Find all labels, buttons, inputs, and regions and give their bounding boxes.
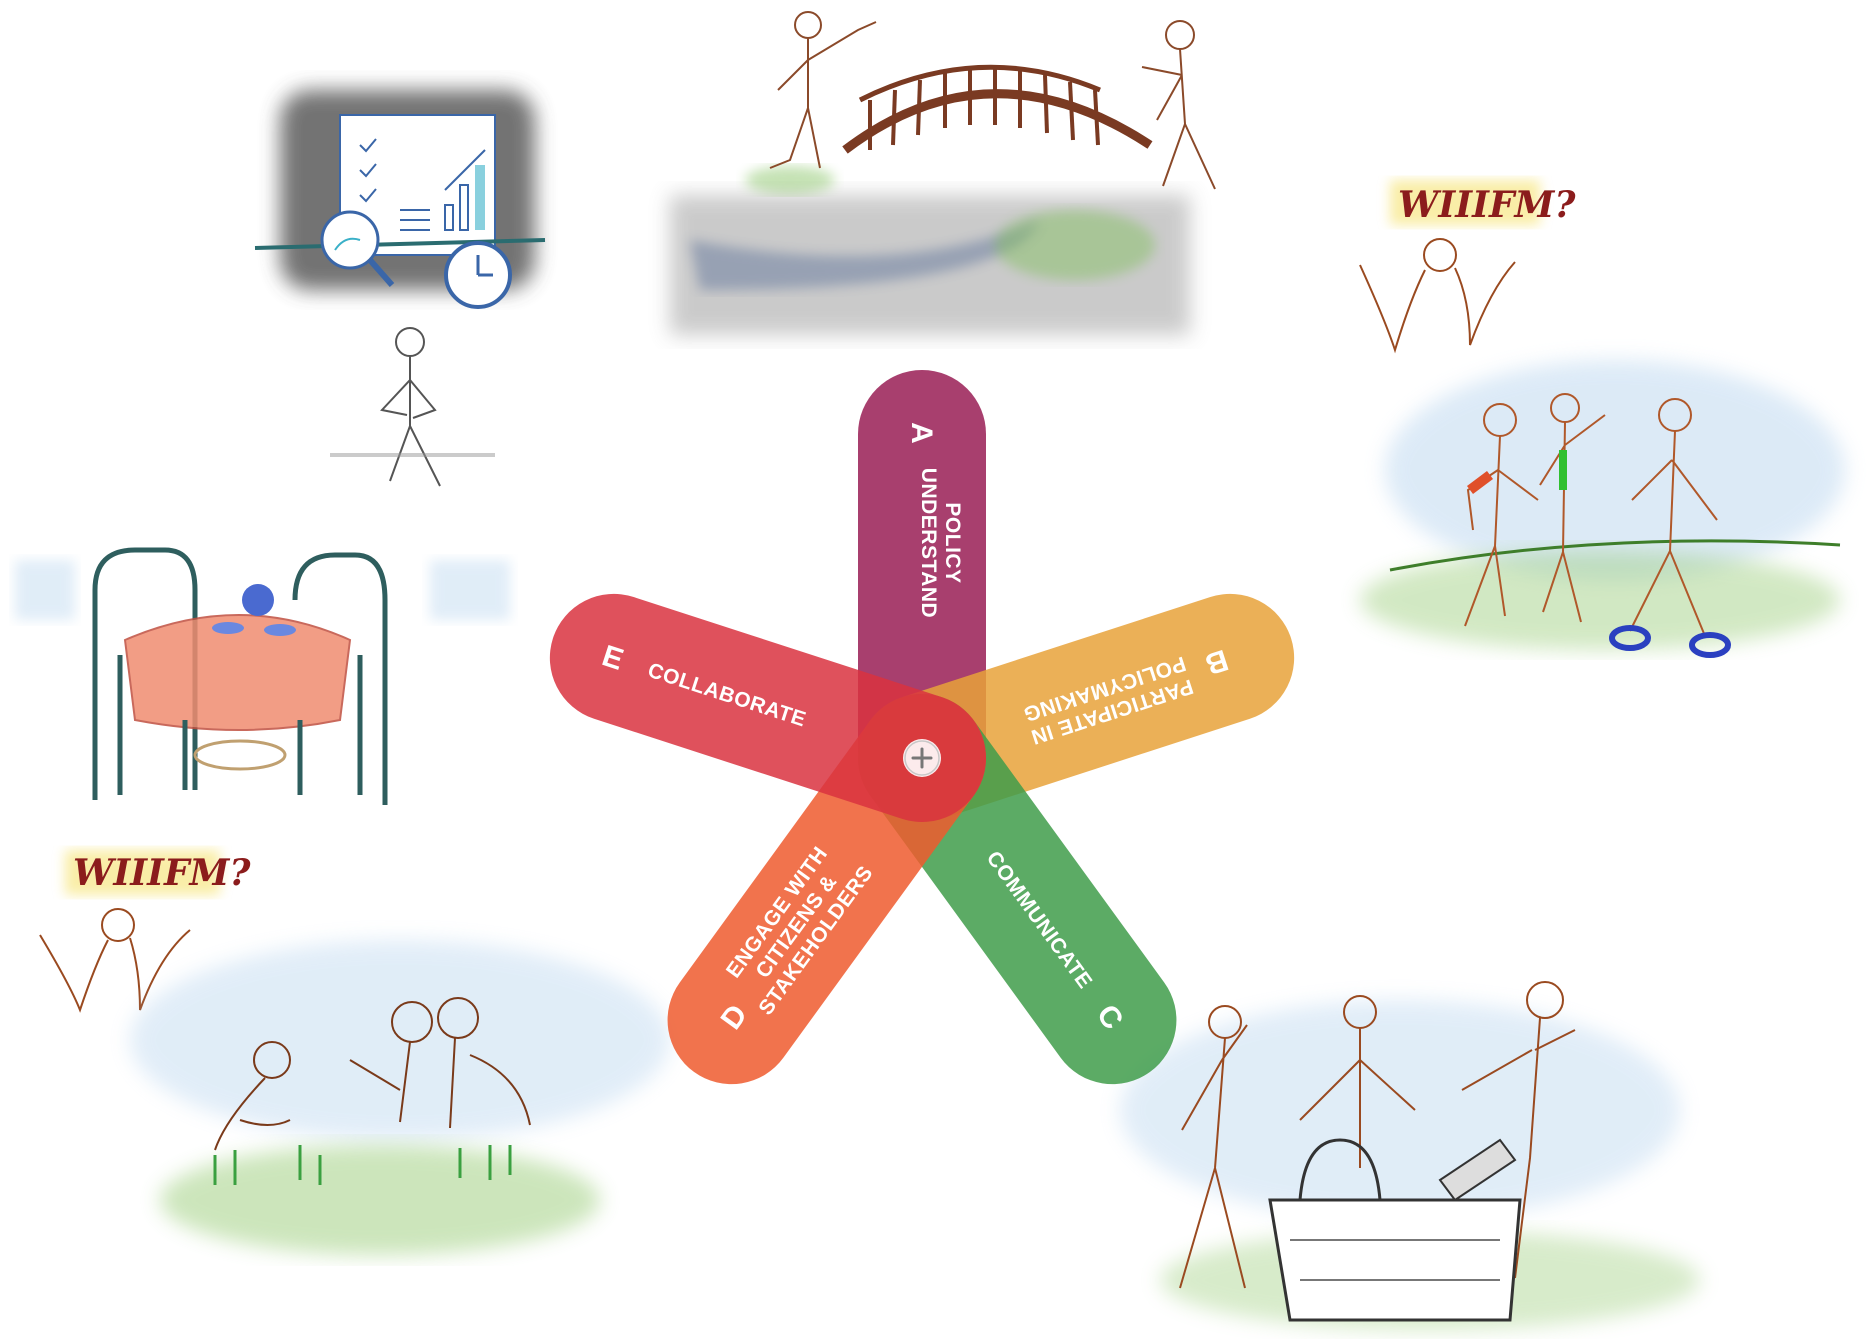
gardening-group-sketch (130, 940, 670, 1255)
five-petal-diagram: A UNDERSTAND POLICY B PARTICIPATE IN POL… (549, 370, 1295, 1085)
petal-a-line-1: UNDERSTAND (917, 468, 940, 618)
wiifm-bottom-sketch: WIIIFM? (39, 850, 251, 1013)
plus-icon (911, 747, 933, 769)
bridge-sketch (670, 11, 1216, 335)
petal-a-letter: A (905, 422, 938, 444)
petal-a-line-2: POLICY (941, 502, 964, 583)
wiifm-top-label: WIIIFM? (1398, 184, 1576, 226)
center-plus-button[interactable] (903, 739, 941, 777)
group-walking-sketch (1360, 360, 1845, 658)
presentation-board-sketch (254, 90, 546, 487)
petal-e (549, 593, 986, 822)
toolbox-group-sketch (1120, 981, 1700, 1330)
wiifm-top-sketch: WIIIFM? (1359, 180, 1576, 354)
tea-table-sketch (15, 547, 510, 805)
wiifm-bottom-label: WIIIFM? (73, 852, 251, 894)
